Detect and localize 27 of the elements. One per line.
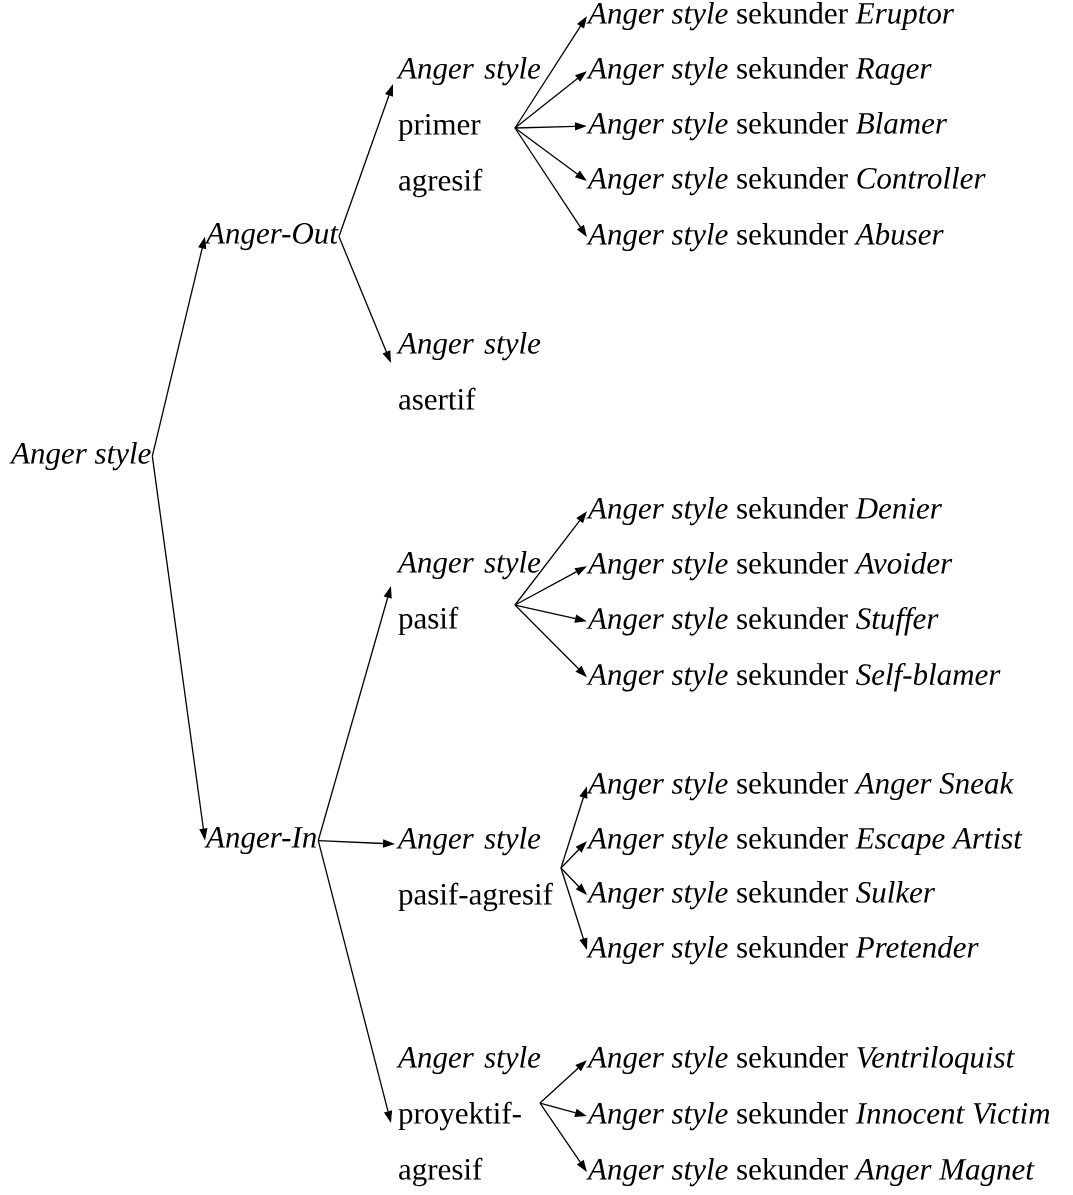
node-text: Anger style sekunder Sulker (586, 881, 935, 910)
node-text: Anger style sekunder Anger Magnet (586, 1158, 1035, 1187)
node-text: Anger style sekunder Pretender (586, 936, 979, 965)
node-text: Anger style asertif (396, 332, 541, 410)
node-text: Anger style sekunder Ventriloquist (586, 1046, 1015, 1075)
node-text: Anger style sekunder Stuffer (586, 607, 939, 636)
node-text: Anger style pasif-agresif (396, 827, 553, 912)
node-text: Anger style sekunder Denier (586, 497, 942, 526)
node-text: Anger style primer agresif (396, 57, 541, 198)
node-text: Anger style sekunder Anger Sneak (586, 772, 1014, 801)
arrow (514, 71, 587, 129)
node-text: Anger style sekunder Controller (586, 167, 986, 196)
node-text: Anger style (9, 442, 151, 471)
arrow (560, 841, 587, 869)
node-text: Anger-In (204, 827, 316, 855)
node-text: Anger style sekunder Eruptor (586, 2, 954, 31)
node-text: Anger style sekunder Escape Artist (586, 827, 1023, 856)
node-text: Anger style sekunder Avoider (586, 552, 953, 581)
node-text: Anger-Out (204, 223, 339, 251)
node-text: Anger style sekunder Self-blamer (586, 663, 1001, 692)
node-text: Anger style sekunder Abuser (586, 223, 944, 252)
node-text: Anger style sekunder Innocent Victim (586, 1102, 1050, 1131)
node-text: Anger style sekunder Blamer (586, 112, 948, 141)
node-text: Anger style sekunder Rager (586, 57, 932, 86)
node-text: Anger style pasif (396, 551, 541, 636)
node-text: Anger style proyektif-agresif (396, 1046, 541, 1187)
arrow (539, 1060, 587, 1104)
